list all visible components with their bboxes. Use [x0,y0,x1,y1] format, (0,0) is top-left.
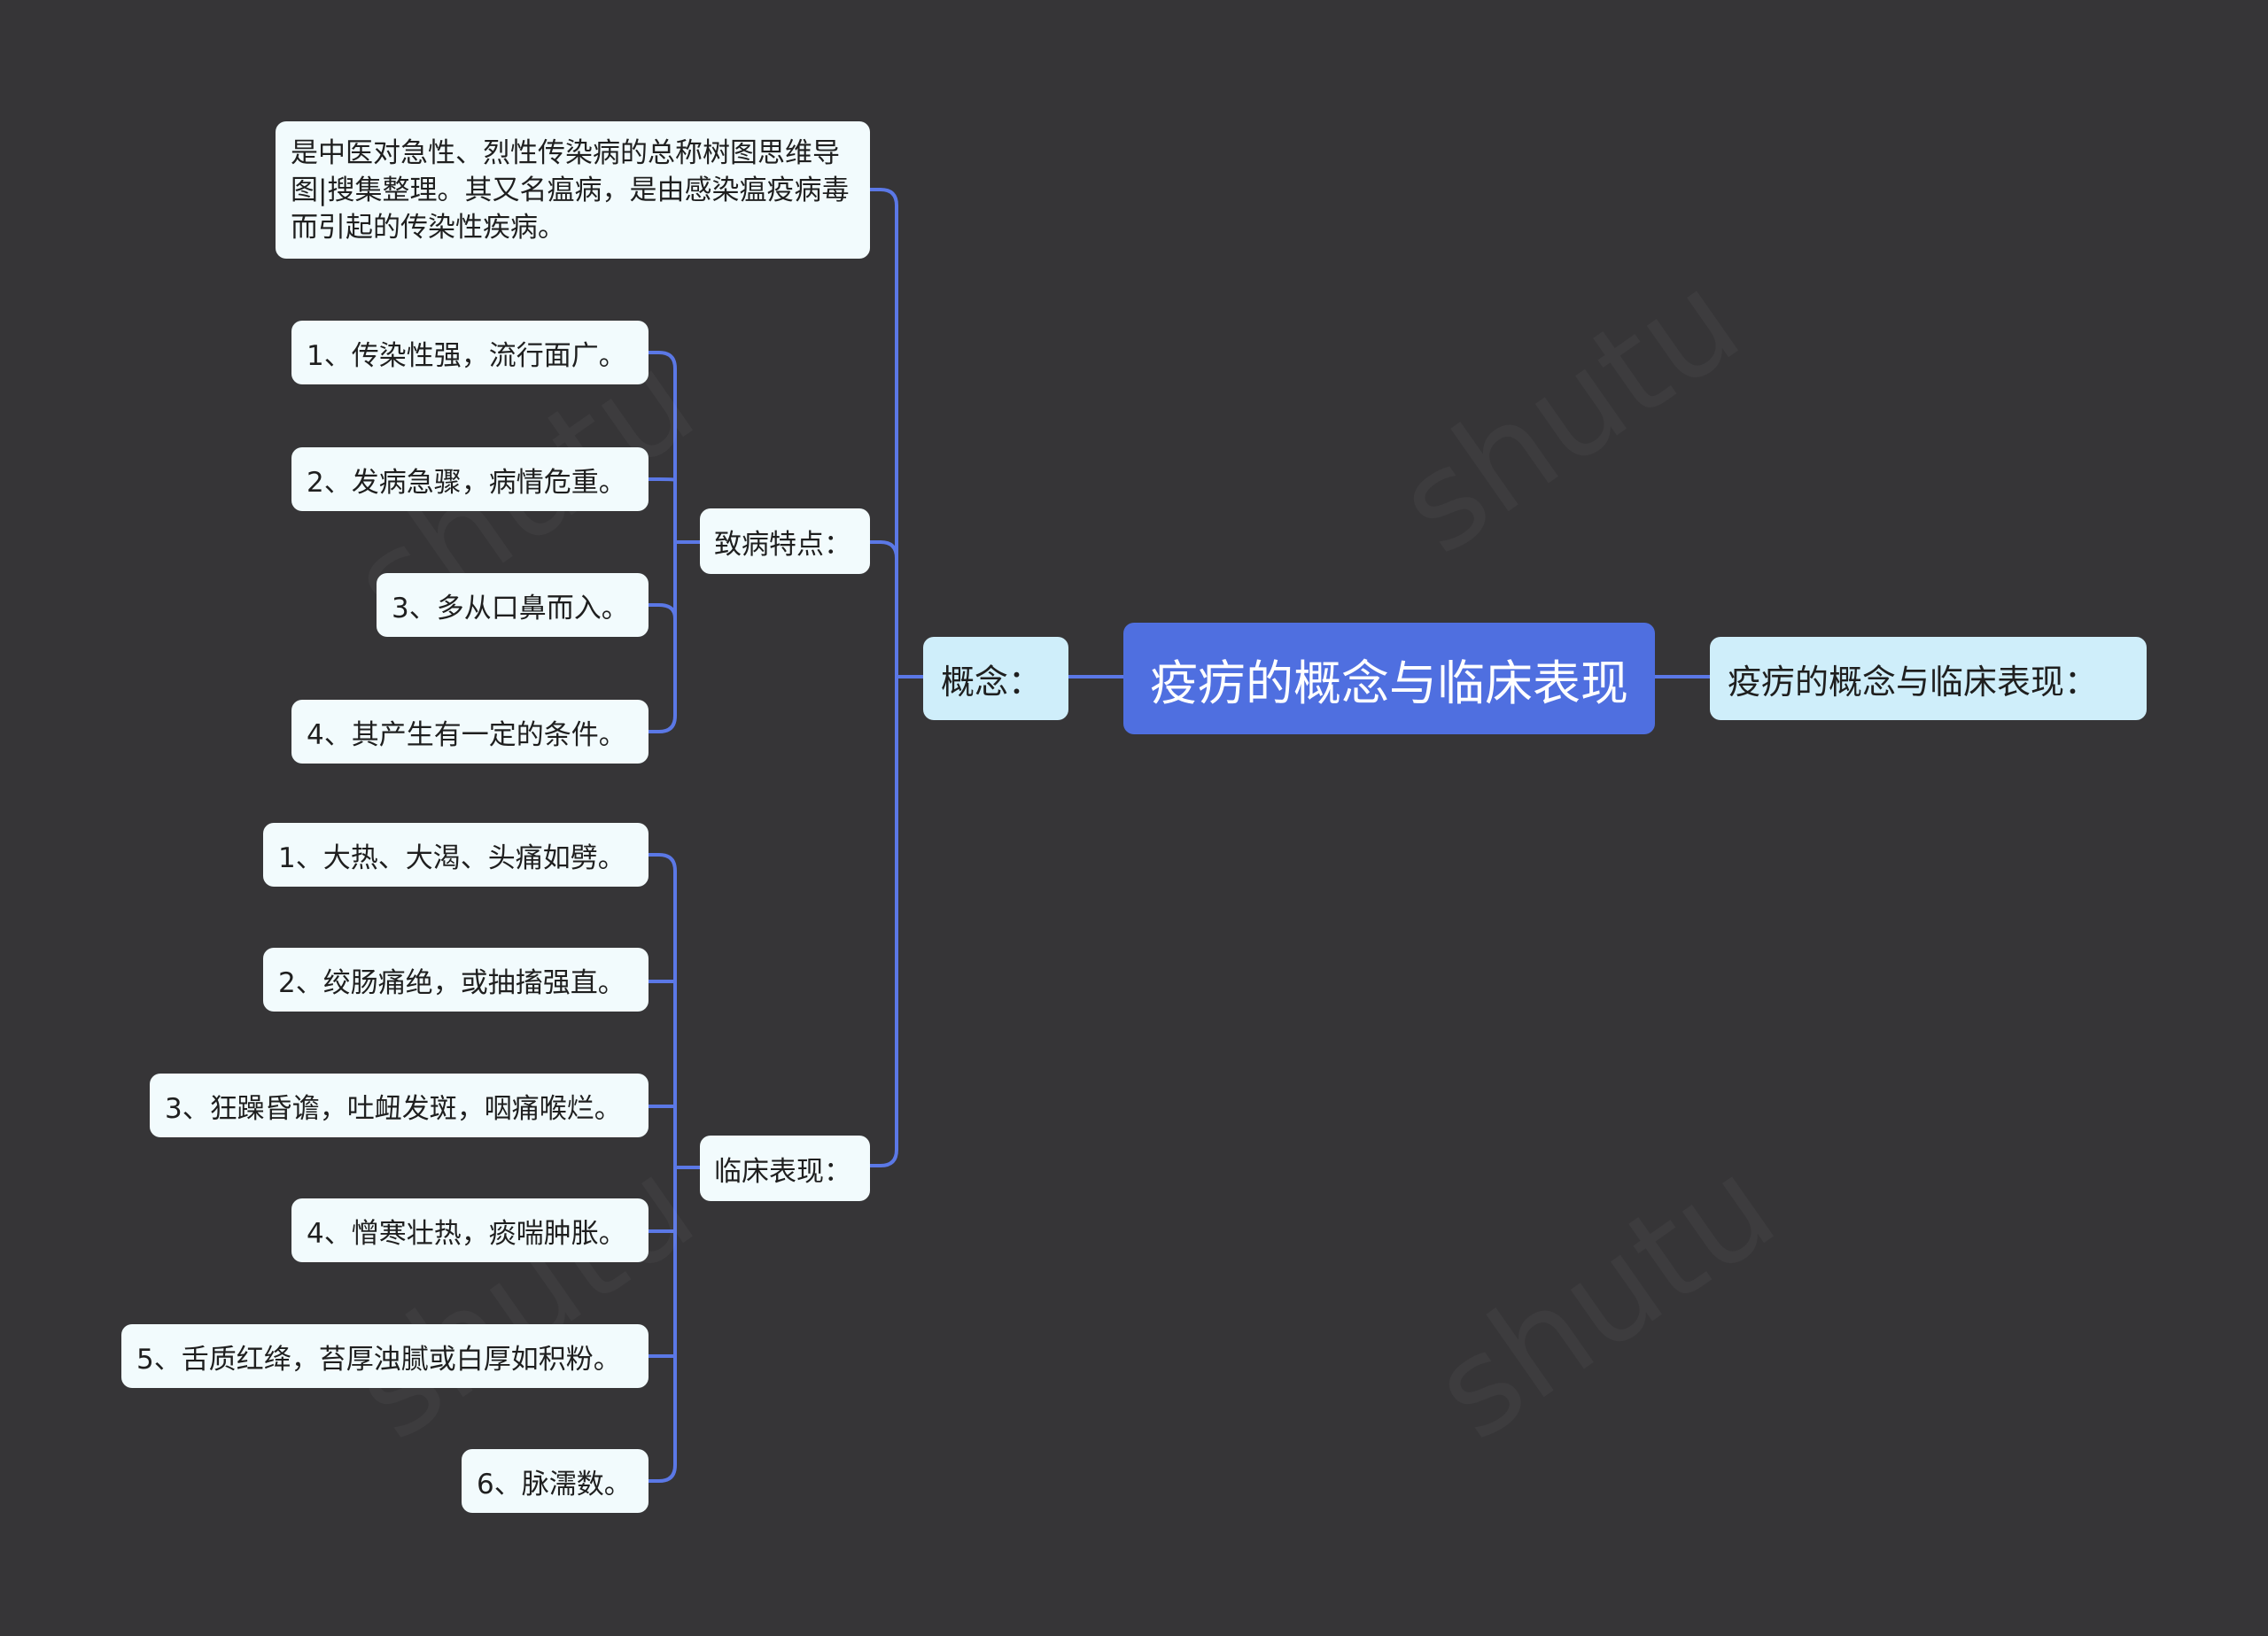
features-label: 致病特点： [714,528,851,561]
concept-label: 概念： [941,662,1043,702]
clinical-item-text: 6、脉濡数。 [477,1468,632,1500]
feature-item-4[interactable]: 4、其产生有一定的条件。 [291,700,649,764]
link-clinical-trunk [649,853,700,1483]
right-branch-label: 疫疠的概念与临床表现： [1728,662,2099,702]
clinical-item-text: 2、绞肠痛绝，或抽搐强直。 [278,966,625,999]
clinical-item-text: 1、大热、大渴、头痛如劈。 [278,841,625,874]
feature-item-text: 4、其产生有一定的条件。 [307,718,626,751]
link-concept-trunk [870,188,923,1167]
clinical-item-1[interactable]: 1、大热、大渴、头痛如劈。 [263,823,649,887]
link-features-trunk [649,351,700,733]
clinical-item-6[interactable]: 6、脉濡数。 [462,1449,649,1513]
clinical-item-2[interactable]: 2、绞肠痛绝，或抽搐强直。 [263,948,649,1012]
clinical-item-3[interactable]: 3、狂躁昏谵，吐衄发斑，咽痛喉烂。 [150,1074,649,1137]
concept-node[interactable]: 概念： [923,637,1068,720]
clinical-item-5[interactable]: 5、舌质红绛，苔厚浊腻或白厚如积粉。 [121,1324,649,1388]
feature-item-3[interactable]: 3、多从口鼻而入。 [377,573,649,637]
feature-item-text: 3、多从口鼻而入。 [392,592,629,624]
definition-node[interactable]: 是中医对急性、烈性传染病的总称树图思维导图|搜集整理。其又名瘟病，是由感染瘟疫病… [276,121,870,259]
clinical-label: 临床表现： [714,1155,851,1188]
clinical-item-4[interactable]: 4、憎寒壮热，痰喘肿胀。 [291,1198,649,1262]
clinical-item-text: 5、舌质红绛，苔厚浊腻或白厚如积粉。 [136,1343,621,1376]
right-branch-node[interactable]: 疫疠的概念与临床表现： [1710,637,2147,720]
clinical-node[interactable]: 临床表现： [700,1136,870,1201]
clinical-item-text: 3、狂躁昏谵，吐衄发斑，咽痛喉烂。 [165,1092,622,1125]
feature-item-1[interactable]: 1、传染性强，流行面广。 [291,321,649,384]
clinical-item-text: 4、憎寒壮热，痰喘肿胀。 [307,1217,626,1250]
features-node[interactable]: 致病特点： [700,508,870,574]
root-node[interactable]: 疫疠的概念与临床表现 [1123,623,1655,734]
root-label: 疫疠的概念与临床表现 [1150,655,1628,711]
feature-item-text: 1、传染性强，流行面广。 [307,339,626,372]
feature-item-text: 2、发病急骤，病情危重。 [307,466,626,499]
feature-item-2[interactable]: 2、发病急骤，病情危重。 [291,447,649,511]
definition-text: 是中医对急性、烈性传染病的总称树图思维导图|搜集整理。其又名瘟病，是由感染瘟疫病… [291,136,850,244]
